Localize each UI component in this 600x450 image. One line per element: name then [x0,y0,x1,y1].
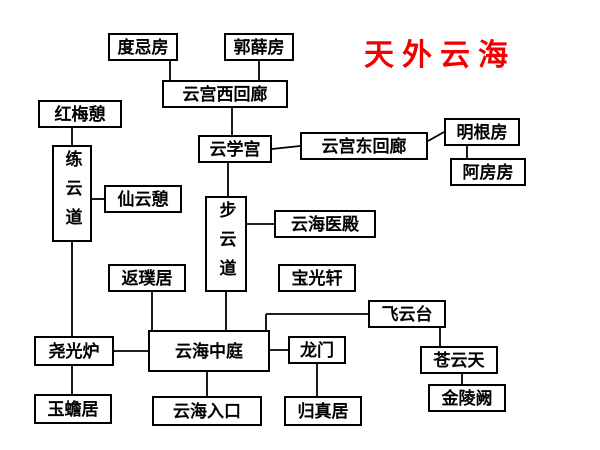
map-node-yunhai-yidian: 云海医殿 [274,210,376,238]
map-node-ming-gen-fang: 明根房 [444,118,520,146]
map-node-a-fang-fang: 阿房房 [450,158,526,186]
map-node-label: 明根房 [456,122,508,142]
map-node-long-men: 龙门 [288,336,346,364]
map-node-label: 红梅憩 [54,104,106,124]
map-node-bu-yun-dao: 步云道 [205,196,247,292]
map-node-label: 练云道 [62,150,82,237]
map-node-label: 宝光轩 [291,268,343,288]
map-node-xian-yun-qi: 仙云憩 [104,185,182,213]
map-node-label: 金陵阙 [441,388,493,408]
map-node-label: 云海入口 [173,401,241,421]
map-node-hong-mei-qi: 红梅憩 [38,100,122,128]
map-node-yungong-dong-huilang: 云宫东回廊 [300,132,428,160]
map-node-yungong-xi-huilang: 云宫西回廊 [162,80,288,108]
edge-yungong-dong-huilang-ming-gen-fang [427,131,445,142]
map-node-bao-guang-xuan: 宝光轩 [278,264,356,292]
map-node-label: 郭薛房 [233,37,285,57]
map-node-yao-guang-lu: 尧光炉 [34,336,114,366]
map-node-label: 云学宫 [209,139,261,159]
map-node-label: 龙门 [300,340,334,360]
map-node-label: 玉蟾居 [47,399,99,419]
map-node-gui-zhen-ju: 归真居 [284,396,362,426]
map-node-jin-ling-que: 金陵阙 [428,384,506,412]
map-node-label: 仙云憩 [117,189,169,209]
map-node-label: 飞云台 [381,304,433,324]
map-node-label: 云宫东回廊 [321,136,407,156]
map-node-yunhai-zhongting: 云海中庭 [148,330,270,372]
map-node-label: 尧光炉 [48,341,100,361]
map-node-fan-pu-ju: 返璞居 [108,264,186,292]
map-node-cang-yun-tian: 苍云天 [420,346,498,374]
map-node-yunhai-rukou: 云海入口 [152,396,262,426]
map-node-label: 云宫西回廊 [182,84,268,104]
map-node-du-ji-fang: 度忌房 [108,33,178,61]
map-node-label: 云海医殿 [291,214,359,234]
map-node-label: 度忌房 [117,37,169,57]
map-node-label: 云海中庭 [175,341,243,361]
map-node-guo-xue-fang: 郭薛房 [224,33,294,61]
map-node-label: 苍云天 [433,350,485,370]
map-node-yun-xue-gong: 云学宫 [198,135,272,163]
map-node-label: 返璞居 [121,268,173,288]
map-node-label: 步云道 [216,200,236,288]
edge-yun-xue-gong-yungong-dong-huilang [271,145,301,150]
map-node-fei-yun-tai: 飞云台 [368,300,446,328]
map-node-label: 阿房房 [462,162,514,182]
map-title: 天外云海 [364,39,516,72]
map-node-lian-yun-dao: 练云道 [52,145,92,242]
map-node-label: 归真居 [297,401,349,421]
map-node-yu-chan-ju: 玉蟾居 [34,394,112,424]
